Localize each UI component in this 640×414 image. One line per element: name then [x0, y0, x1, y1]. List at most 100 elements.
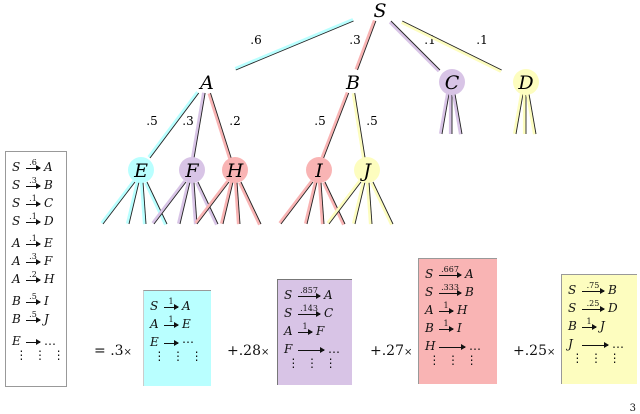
rule-lhs: S: [284, 306, 293, 320]
stub-J-0: [326, 180, 362, 225]
edge-label-B-I: .5: [314, 114, 325, 128]
rule-rhs: D: [608, 301, 618, 315]
vdots-glyph: ⋮: [153, 349, 166, 363]
rule-rhs: B: [608, 283, 617, 297]
rule-rhs: A: [465, 267, 474, 281]
plus-coefficient-j: +.25×: [513, 343, 555, 359]
rule-lhs: B: [12, 294, 21, 308]
rule-probability: 1: [168, 315, 174, 324]
rule-rhs: ⋯: [182, 335, 194, 349]
plus-coefficient-f: +.28×: [227, 343, 269, 359]
coefficient-f: .28: [238, 343, 261, 359]
edge-label-B-J: .5: [366, 114, 377, 128]
stub-I-0: [278, 180, 314, 225]
right-arrow-icon: .5: [26, 292, 41, 307]
rule-row: H…: [425, 334, 491, 352]
stub-E-1: [125, 181, 140, 225]
vdots-glyph: ⋮: [324, 356, 337, 370]
node-B: B: [345, 72, 360, 94]
rule-probability: .857: [300, 286, 318, 295]
stub-I-3: [322, 181, 346, 226]
stub-D-1: [522, 94, 527, 134]
stub-J-1: [351, 181, 366, 225]
node-I: I: [314, 160, 323, 182]
vdots-glyph: ⋮: [190, 349, 203, 363]
rule-probability: .2: [29, 270, 37, 279]
edge-label-S-B: .3: [349, 33, 360, 47]
rule-probability: 1: [168, 297, 174, 306]
vdots-glyph: ⋮: [465, 353, 478, 367]
times-sign: ×: [261, 347, 270, 358]
edge-label-A-F: .3: [182, 114, 193, 128]
rule-probability: .333: [441, 283, 459, 292]
plus-coefficient-h: +.27×: [370, 343, 412, 359]
edge-label-S-A: .6: [250, 33, 261, 47]
rule-rhs: C: [44, 196, 54, 210]
rule-rhs: …: [469, 339, 481, 353]
right-arrow-icon: [298, 347, 325, 355]
edge-B-J: [351, 92, 366, 159]
right-arrow-icon: .2: [26, 270, 41, 285]
rule-rhs: I: [457, 321, 462, 335]
rule-lhs: A: [12, 272, 21, 286]
rule-lhs: B: [425, 321, 434, 335]
edge-S-D: [400, 20, 502, 73]
stub-H-0: [194, 180, 230, 225]
edge-label-S-D: .1: [476, 33, 487, 47]
stub-F-2: [190, 181, 198, 225]
rule-lhs: S: [12, 160, 21, 174]
rule-probability: .1: [29, 212, 37, 221]
rule-lhs: E: [150, 335, 159, 349]
rule-probability: .75: [586, 281, 600, 290]
rule-probability: .5: [29, 310, 37, 319]
right-arrow-icon: 1: [164, 297, 179, 312]
plus-sign: +: [227, 343, 239, 359]
stub-E-3: [144, 181, 168, 226]
rule-probability: 1: [443, 319, 449, 328]
plus-sign: +: [513, 343, 525, 359]
edge-S-C: [388, 20, 441, 73]
rule-probability: .5: [29, 292, 37, 301]
node-bubble-J: [354, 157, 380, 183]
stub-F-3: [195, 181, 219, 226]
right-arrow-icon: .5: [26, 310, 41, 325]
coefficient-j: .25: [524, 343, 547, 359]
page-number: 3: [629, 403, 636, 414]
right-arrow-icon: .143: [298, 305, 321, 319]
node-C: C: [445, 72, 460, 94]
vdots-glyph: ⋮: [571, 351, 584, 365]
rule-row: E⋯: [150, 330, 205, 348]
stub-D-2: [525, 93, 537, 135]
rule-lhs: S: [12, 196, 21, 210]
rule-probability: .1: [29, 234, 37, 243]
node-F: F: [184, 160, 199, 182]
vdots-glyph: ⋮: [446, 353, 459, 367]
rule-lhs: F: [284, 342, 293, 356]
stub-H-1: [219, 181, 234, 225]
rule-rhs: A: [324, 288, 333, 302]
node-bubble-F: [179, 157, 205, 183]
rule-lhs: E: [12, 334, 21, 348]
rule-rhs: J: [600, 319, 605, 333]
edge-label-S-C: .1: [424, 33, 435, 47]
rule-rhs: F: [44, 254, 53, 268]
rule-rhs: …: [44, 334, 56, 348]
node-A: A: [198, 72, 214, 94]
rule-probability: .3: [29, 252, 37, 261]
vertical-dots: ⋮⋮⋮: [568, 350, 624, 364]
right-arrow-icon: [26, 339, 41, 347]
stub-D-0: [512, 93, 524, 135]
rule-lhs: A: [150, 317, 159, 331]
rule-row: J…: [568, 332, 631, 350]
rule-probability: 1: [586, 317, 592, 326]
times-sign: ×: [547, 347, 556, 358]
vdots-glyph: ⋮: [15, 348, 28, 362]
